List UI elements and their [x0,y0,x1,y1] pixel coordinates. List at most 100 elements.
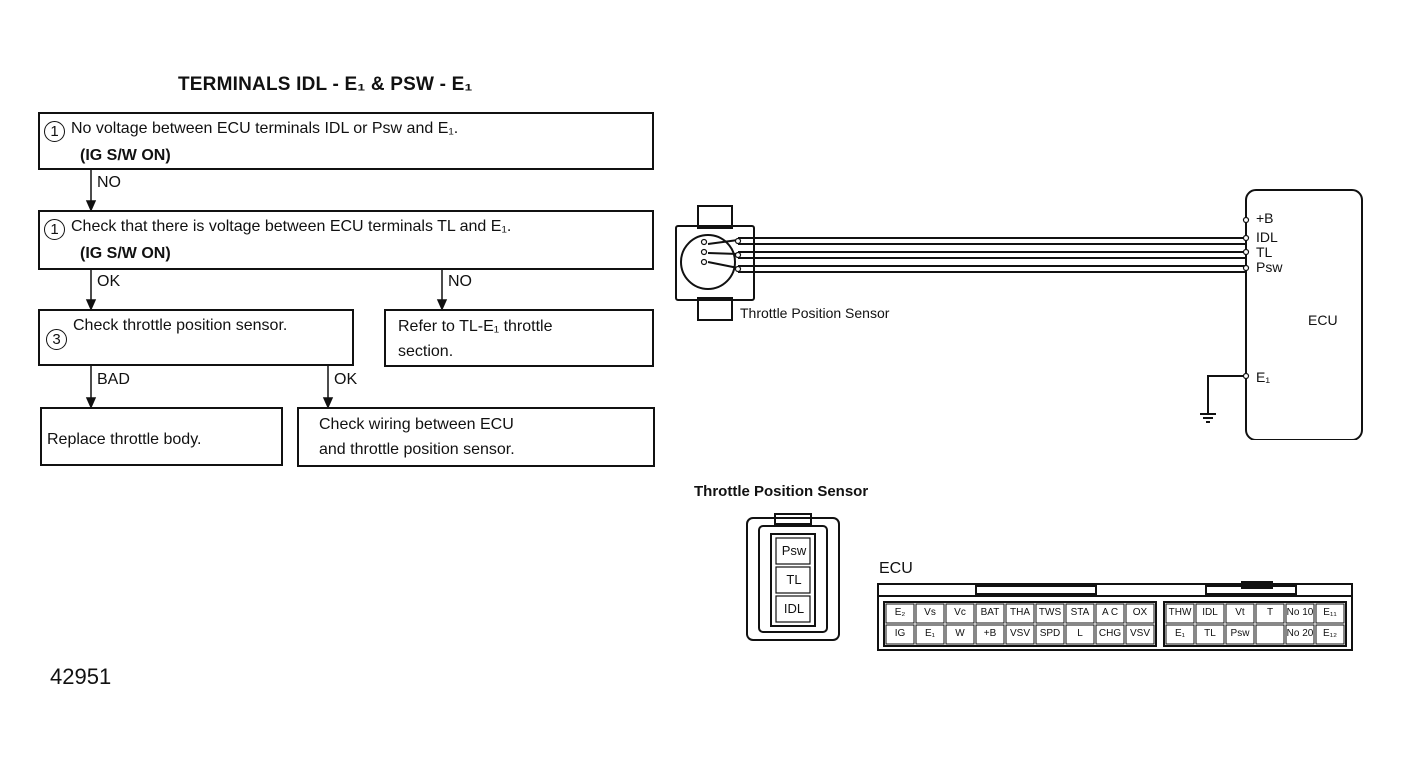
ecu-pin-label: TL [1204,628,1216,639]
ecu-pin-label: THW [1168,607,1192,618]
ecu-pin-cell [945,624,975,645]
ecu-box [1245,189,1363,440]
step-box-refer-tl: Refer to TL-E₁ throttle section. [384,309,654,367]
ecu-pin-cell [885,603,915,624]
ecu-pin-cell [1165,624,1195,645]
ecu-pin-label: Vc [954,607,966,618]
ecu-pin-cell [1125,624,1155,645]
ecu-pin-cell [1095,624,1125,645]
step-number: 1 [44,121,65,142]
ecu-pin-label: E₂ [894,607,906,618]
ecu-pin-cell [1035,624,1065,645]
step-box-check-sensor: Check throttle position sensor. 3 [38,309,354,366]
ecu-terminal-b: +B [1256,210,1274,226]
ecu-pin-label: A C [1101,607,1119,618]
ecu-pin-label: SPD [1039,628,1061,639]
ecu-pin-label: BAT [980,607,1000,618]
wiring-diagram [675,189,1363,440]
ecu-pin-label: OX [1132,607,1148,618]
step-box-check-tl-voltage: 1 Check that there is voltage between ECU… [38,210,654,270]
ecu-pin-cell [915,603,945,624]
ecu-pin-cell [1005,624,1035,645]
connector-title: Throttle Position Sensor [694,483,869,500]
connector-pin-psw: Psw [781,543,807,558]
arrow-label-ok: OK [334,371,358,388]
ecu-pin-cell [1195,603,1225,624]
ecu-pin-label: No 10 [1286,607,1314,618]
ecu-pin-label: E₁₁ [1323,607,1337,618]
arrow-label-bad: BAD [97,371,130,388]
connector-pin-tl: TL [786,572,802,587]
ecu-pin-label: VSV [1129,628,1150,639]
ecu-pin-label: CHG [1098,628,1122,639]
ecu-pin-cell [915,624,945,645]
ecu-pin-cell [1035,603,1065,624]
sensor-label: Throttle Position Sensor [740,305,890,321]
step-text: No voltage between ECU terminals IDL or … [71,120,459,137]
step-condition: (IG S/W ON) [80,147,171,164]
step-text-line1: Refer to TL-E₁ throttle [398,318,553,335]
ecu-pin-cell [1315,624,1345,645]
step-text-line2: and throttle position sensor. [319,441,515,458]
diagram-title: TERMINALS IDL - E₁ & PSW - E₁ [178,74,473,95]
step-box-no-voltage: 1 No voltage between ECU terminals IDL or… [38,112,654,170]
ecu-pin-cell [1285,624,1315,645]
ecu-pin-label: THA [1010,607,1030,618]
ecu-pin-cell [1255,603,1285,624]
ecu-connector [877,581,1353,651]
ecu-pin-cell [1285,603,1315,624]
ecu-pin-cell [1165,603,1195,624]
ecu-pin-label: E₁ [924,628,936,639]
ecu-pin-label: TWS [1038,607,1062,618]
ecu-pin-cell [1005,603,1035,624]
ecu-connector-title: ECU [879,560,913,577]
step-text: Check that there is voltage between ECU … [71,218,512,235]
connector-pin-idl: IDL [783,601,805,616]
ecu-pin-label: No 20 [1286,628,1314,639]
sensor-rotor [680,234,736,290]
ecu-pin-cell [1065,624,1095,645]
arrow-label-ok: OK [97,273,121,290]
sensor-top-tab [697,205,733,229]
ecu-pin-cell [1195,624,1225,645]
ecu-pin-label: T [1266,607,1274,618]
sensor-connector [746,513,840,641]
ecu-terminal-idl: IDL [1256,229,1278,245]
ecu-pin-label: IG [894,628,906,639]
figure-id: 42951 [50,664,112,689]
sensor-bottom-tab [697,297,733,321]
ecu-pin-cell [1255,624,1285,645]
ecu-pin-cell [975,603,1005,624]
ecu-terminal-psw: Psw [1256,259,1283,275]
ecu-pin-cell [1125,603,1155,624]
ecu-pin-cell [1065,603,1095,624]
arrow-label-no: NO [97,174,121,191]
ecu-pin-cell [1225,624,1255,645]
step-text: Check throttle position sensor. [73,317,288,334]
ecu-pin-cell [1315,603,1345,624]
step-box-replace-body: Replace throttle body. [40,407,283,466]
ecu-label: ECU [1308,312,1338,328]
ecu-pin-cell [975,624,1005,645]
ecu-pin-label: STA [1070,607,1090,618]
flowchart-arrows [85,170,448,409]
ecu-pin-label: W [955,628,965,639]
step-text: Replace throttle body. [47,431,202,448]
ecu-terminal-tl: TL [1256,244,1273,260]
step-box-check-wiring: Check wiring between ECU and throttle po… [297,407,655,467]
ecu-pin-label: Psw [1230,628,1250,639]
arrow-label-no: NO [448,273,472,290]
ecu-terminal-e1: E₁ [1256,369,1271,385]
step-text-line1: Check wiring between ECU [319,416,514,433]
ecu-pin-label: L [1077,628,1083,639]
step-text-line2: section. [398,343,454,360]
step-condition: (IG S/W ON) [80,245,171,262]
ecu-pin-cell [1225,603,1255,624]
ecu-pin-label: Vs [924,607,936,618]
ecu-pin-label: VSV [1009,628,1030,639]
ecu-pin-cell [1095,603,1125,624]
step-number: 1 [44,219,65,240]
ecu-pin-cell [885,624,915,645]
ecu-pin-label: E₁ [1174,628,1186,639]
ecu-pin-label: E₁₂ [1323,628,1337,639]
